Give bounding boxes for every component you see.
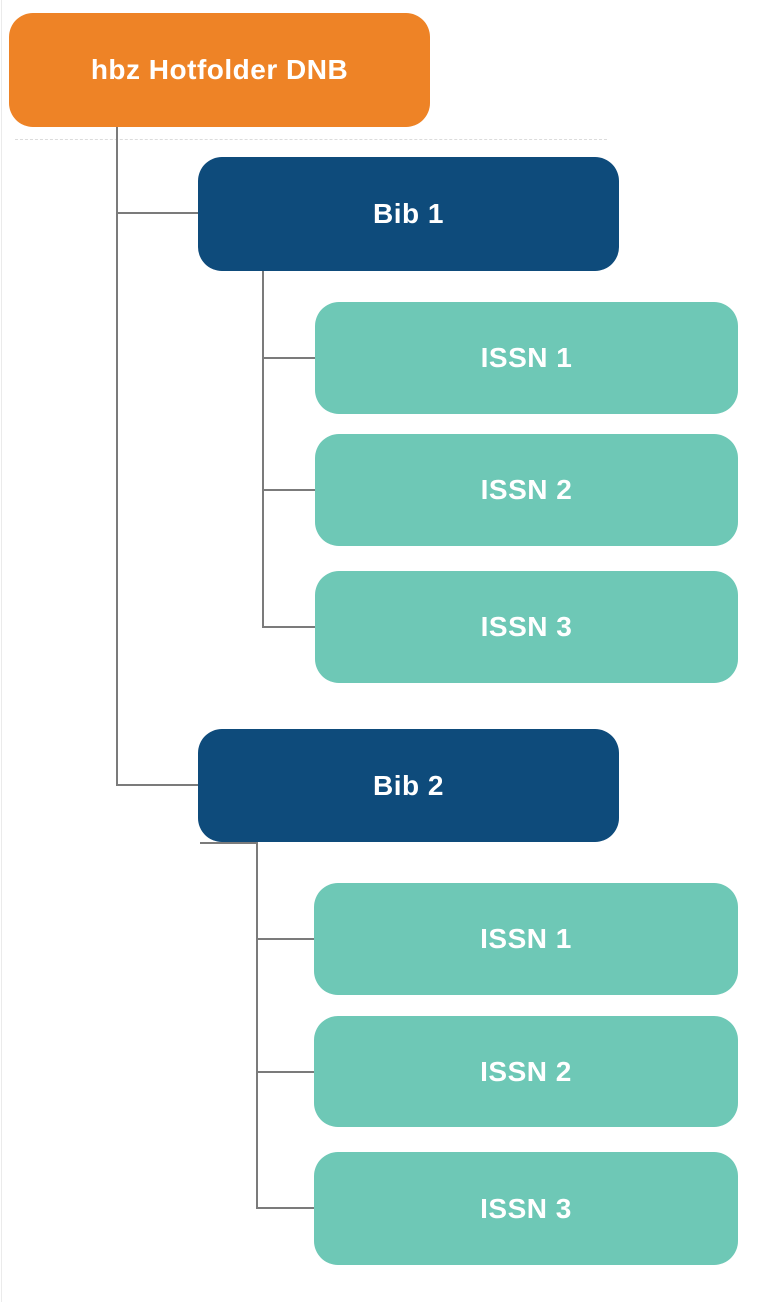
connector-bib1-to-issn1 <box>262 357 315 359</box>
node-bib1-issn-1: ISSN 1 <box>315 302 738 414</box>
connector-root-to-bib1 <box>116 212 198 214</box>
connector-bib2-to-issn3 <box>256 1207 314 1209</box>
node-bib1-issn-2: ISSN 2 <box>315 434 738 546</box>
node-bib-1: Bib 1 <box>198 157 619 271</box>
node-root-hbz-hotfolder-dnb: hbz Hotfolder DNB <box>9 13 430 127</box>
connector-root-to-bib2 <box>116 784 198 786</box>
node-bib2-issn-2: ISSN 2 <box>314 1016 738 1127</box>
page-left-edge-line <box>1 0 2 1302</box>
connector-bib1-trunk <box>262 271 264 628</box>
node-bib1-issn-3: ISSN 3 <box>315 571 738 683</box>
connector-bib2-stub-fragment <box>200 842 257 844</box>
connector-bib2-to-issn2 <box>256 1071 314 1073</box>
faint-dashed-line <box>15 139 607 140</box>
connector-bib2-to-issn1 <box>256 938 314 940</box>
connector-bib1-to-issn2 <box>262 489 315 491</box>
connector-bib2-trunk <box>256 842 258 1208</box>
connector-root-trunk <box>116 127 118 786</box>
node-bib2-issn-3: ISSN 3 <box>314 1152 738 1265</box>
node-bib2-issn-1: ISSN 1 <box>314 883 738 995</box>
connector-bib1-to-issn3 <box>262 626 315 628</box>
node-bib-2: Bib 2 <box>198 729 619 842</box>
